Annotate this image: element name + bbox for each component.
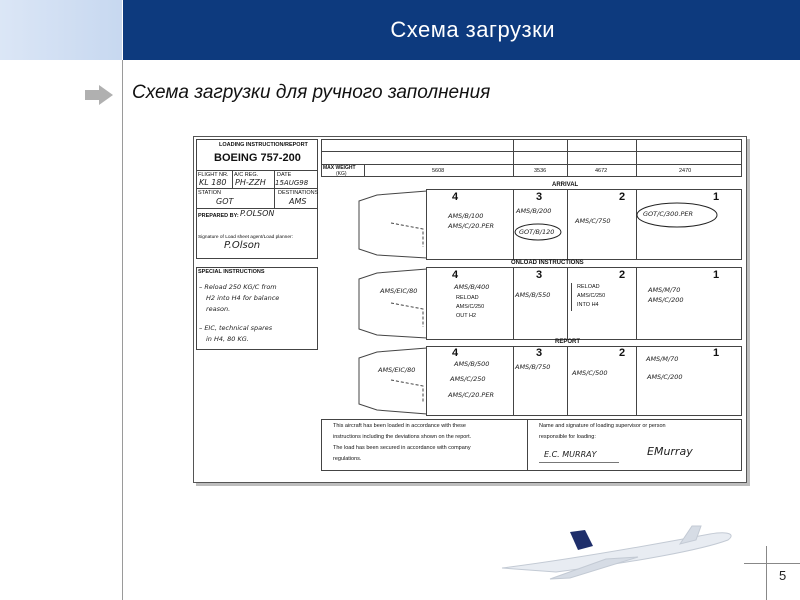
declaration-line-3: The load has been secured in accordance … <box>333 445 471 451</box>
supervisor-line-2: responsible for loading: <box>539 434 596 440</box>
prepared-label: PREPARED BY: <box>198 213 239 219</box>
prepared-value: P.OLSON <box>240 209 275 218</box>
page-number-vline <box>766 546 767 600</box>
left-divider <box>122 60 123 600</box>
reg-value: PH-ZZH <box>235 178 266 187</box>
max-weight-h2: 4672 <box>595 168 608 174</box>
onload-h4-line-1: AMS/B/400 <box>454 283 490 291</box>
signature-label: Signature of Load sheet agent/Load plann… <box>198 235 293 240</box>
station-label: STATION <box>198 190 222 196</box>
arrival-h2-line-1: AMS/C/750 <box>575 217 611 225</box>
arrival-h3-circle <box>514 223 562 241</box>
max-weight-table <box>321 139 742 177</box>
aircraft-type: BOEING 757-200 <box>214 152 301 164</box>
report-hold-3: 3 <box>536 347 543 359</box>
supervisor-line-1: Name and signature of loading supervisor… <box>539 423 666 429</box>
onload-hold-2: 2 <box>619 269 626 281</box>
max-weight-h1: 2470 <box>679 168 692 174</box>
arrival-h3-line-2: GOT/B/120 <box>519 228 555 236</box>
onload-heading: ONLOAD INSTRUCTIONS <box>511 260 584 266</box>
form-title: LOADING INSTRUCTION/REPORT <box>219 142 308 148</box>
header-side-block <box>0 0 122 60</box>
supervisor-name: E.C. MURRAY <box>544 450 597 459</box>
max-weight-unit: (KG) <box>336 171 347 177</box>
arrival-fuselage-outline <box>358 190 428 259</box>
arrival-h1-circle <box>636 202 718 228</box>
supervisor-signature: EMurray <box>647 445 693 458</box>
max-weight-label: MAX WEIGHT <box>323 165 356 171</box>
report-h1-line-2: AMS/C/200 <box>647 373 683 381</box>
report-heading: REPORT <box>555 339 581 345</box>
declaration-box <box>321 419 742 471</box>
report-grid <box>426 346 742 416</box>
arrival-hold-4: 4 <box>452 191 459 203</box>
special-line-3: reason. <box>206 305 231 313</box>
onload-h4-line-4: OUT H2 <box>456 313 477 319</box>
onload-fuselage-outline <box>358 268 428 339</box>
arrival-hold-3: 3 <box>536 191 543 203</box>
station-value: GOT <box>216 197 234 206</box>
page-title: Схема загрузки <box>390 17 555 42</box>
dest-value: AMS <box>289 197 307 206</box>
arrival-h4-line-2: AMS/C/20.PER <box>448 222 494 230</box>
flight-value: KL 180 <box>199 178 227 187</box>
onload-hold-3: 3 <box>536 269 543 281</box>
special-line-5: in H4, 80 KG. <box>206 335 249 343</box>
arrival-hold-1: 1 <box>713 191 720 203</box>
loading-instruction-form: LOADING INSTRUCTION/REPORT BOEING 757-20… <box>193 136 747 483</box>
arrival-h4-line-1: AMS/B/100 <box>448 212 484 220</box>
page-number-hline <box>744 563 800 564</box>
onload-h2-line-2: AMS/C/250 <box>577 293 606 299</box>
arrow-right-icon <box>85 85 113 105</box>
onload-grid <box>426 267 742 340</box>
declaration-line-4: regulations. <box>333 456 362 462</box>
reg-label: A/C REG. <box>234 172 259 178</box>
onload-h2-line-1: RELOAD <box>577 284 600 290</box>
report-h3-line-1: AMS/B/750 <box>515 363 551 371</box>
report-hold-1: 1 <box>713 347 720 359</box>
arrival-hold-2: 2 <box>619 191 626 203</box>
signature-value: P.Olson <box>224 240 261 251</box>
arrival-h3-line-1: AMS/B/200 <box>516 207 552 215</box>
declaration-line-2: instructions including the deviations sh… <box>333 434 472 440</box>
report-h4-line-3: AMS/C/20.PER <box>448 391 494 399</box>
report-h4-line-2: AMS/C/250 <box>450 375 486 383</box>
report-hold-2: 2 <box>619 347 626 359</box>
report-hold-4: 4 <box>452 347 459 359</box>
onload-h1-line-1: AMS/M/70 <box>648 286 681 294</box>
report-h4-line-1: AMS/B/500 <box>454 360 490 368</box>
arrival-h1-line-1: GOT/C/300.PER <box>643 210 694 218</box>
page-number: 5 <box>779 568 787 583</box>
onload-h4-line-3: AMS/C/250 <box>456 304 485 310</box>
dest-label: DESTINATIONS <box>278 190 319 196</box>
special-line-4: – EIC, technical spares <box>199 324 273 332</box>
report-h2-line-1: AMS/C/500 <box>572 369 608 377</box>
arrival-heading: ARRIVAL <box>552 182 579 188</box>
special-line-1: – Reload 250 KG/C from <box>199 283 277 291</box>
arrival-grid <box>426 189 742 260</box>
special-label: SPECIAL INSTRUCTIONS <box>198 269 265 275</box>
airplane-image <box>501 525 732 580</box>
onload-hold-4: 4 <box>452 269 459 281</box>
slide-subtitle: Схема загрузки для ручного заполнения <box>132 82 491 103</box>
onload-hold-1: 1 <box>713 269 720 281</box>
onload-h2-line-3: INTO H4 <box>577 302 599 308</box>
flight-label: FLIGHT NR. <box>198 172 229 178</box>
date-value: 15AUG98 <box>275 179 309 187</box>
onload-tail: AMS/EIC/80 <box>380 287 418 295</box>
header-box <box>196 139 318 259</box>
onload-h1-line-2: AMS/C/200 <box>648 296 684 304</box>
max-weight-h4: 5608 <box>432 168 445 174</box>
special-line-2: H2 into H4 for balance <box>206 294 280 302</box>
header-bar: Схема загрузки <box>123 0 800 60</box>
report-tail: AMS/EIC/80 <box>378 366 416 374</box>
onload-h3-line-1: AMS/B/550 <box>515 291 551 299</box>
declaration-line-1: This aircraft has been loaded in accorda… <box>333 423 466 429</box>
date-label: DATE <box>277 172 292 178</box>
max-weight-h3: 3536 <box>534 168 547 174</box>
onload-h4-line-2: RELOAD <box>456 295 479 301</box>
report-fuselage-outline <box>358 347 428 415</box>
special-instructions-box <box>196 267 318 350</box>
report-h1-line-1: AMS/M/70 <box>646 355 679 363</box>
